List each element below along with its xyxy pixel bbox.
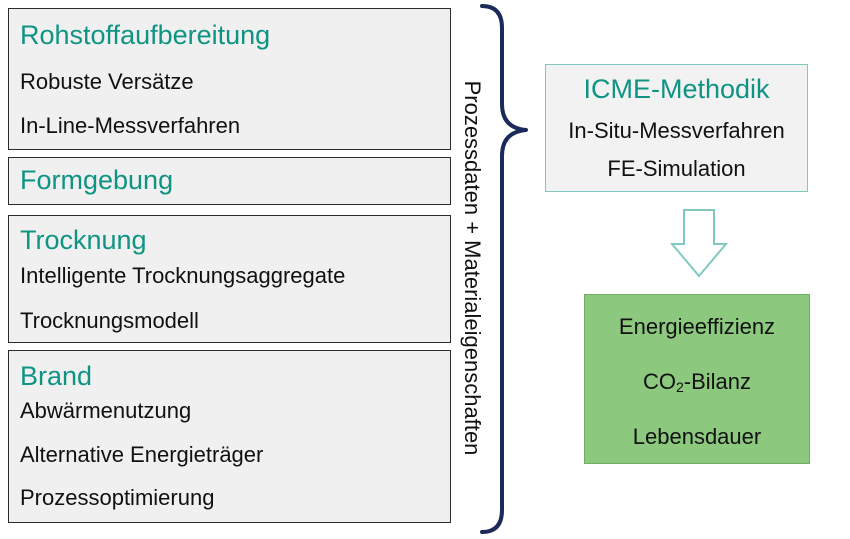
- result-item-energieeffizienz: Energieeffizienz: [618, 314, 776, 339]
- result-box: Energieeffizienz CO2-Bilanz Lebensdauer: [584, 294, 810, 464]
- stage-box-trocknung: Trocknung Intelligente Trocknungsaggrega…: [8, 215, 451, 343]
- co2-subscript: 2: [675, 379, 684, 395]
- stage-box-brand: Brand Abwärmenutzung Alternative Energie…: [8, 350, 451, 523]
- stage-box-rohstoffaufbereitung: Rohstoffaufbereitung Robuste Versätze In…: [8, 8, 451, 150]
- stage-item: Abwärmenutzung: [20, 398, 192, 423]
- icme-title: ICME-Methodik: [583, 74, 770, 104]
- stage-box-formgebung: Formgebung: [8, 157, 451, 205]
- stage-item: Intelligente Trocknungsaggregate: [20, 263, 346, 288]
- icme-box: ICME-Methodik In-Situ-Messverfahren FE-S…: [545, 64, 808, 192]
- result-item-lebensdauer: Lebensdauer: [632, 424, 762, 449]
- icme-item: In-Situ-Messverfahren: [568, 118, 785, 143]
- stage-title: Rohstoffaufbereitung: [20, 20, 271, 50]
- stage-title: Brand: [20, 361, 93, 391]
- result-item-co2-bilanz: CO2-Bilanz: [585, 369, 809, 395]
- stage-title: Trocknung: [20, 225, 147, 255]
- stage-item: Robuste Versätze: [20, 69, 194, 94]
- curly-brace-icon: [480, 4, 528, 534]
- stage-item: In-Line-Messverfahren: [20, 113, 241, 138]
- icme-item: FE-Simulation: [607, 156, 746, 181]
- down-arrow-icon: [670, 209, 729, 278]
- stage-item: Trocknungsmodell: [20, 308, 199, 333]
- co2-suffix: -Bilanz: [683, 369, 752, 394]
- stage-title: Formgebung: [20, 165, 174, 195]
- stage-item: Alternative Energieträger: [20, 442, 264, 467]
- stage-item: Prozessoptimierung: [20, 485, 215, 510]
- co2-prefix: CO: [642, 369, 676, 394]
